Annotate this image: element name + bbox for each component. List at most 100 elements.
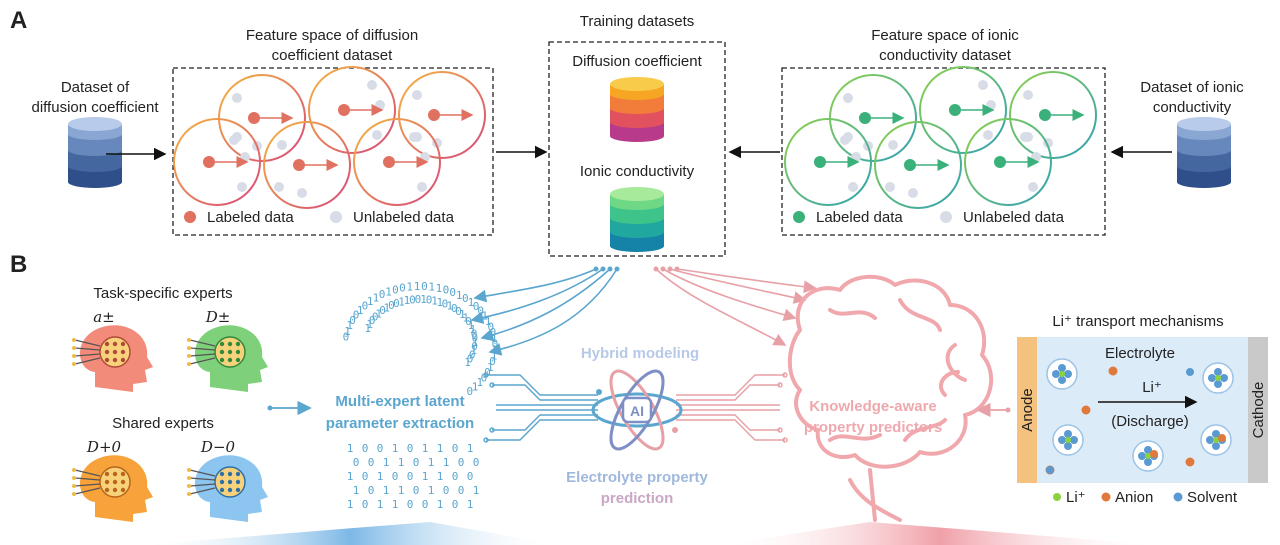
chip-node bbox=[112, 349, 118, 355]
solvent-molecule bbox=[1206, 436, 1214, 444]
expert-head-icon-orange bbox=[72, 455, 153, 522]
wire-end bbox=[187, 492, 191, 496]
right-dataset-label-line2: conductivity bbox=[1153, 99, 1232, 116]
binary-digit: 0 bbox=[473, 456, 480, 469]
training-datasets-title: Training datasets bbox=[580, 13, 695, 30]
binary-digit: 1 bbox=[377, 470, 384, 483]
binary-digit: 0 bbox=[362, 442, 369, 455]
wire bbox=[189, 357, 216, 365]
chip-node bbox=[227, 479, 233, 485]
binary-digit: 0 bbox=[343, 331, 350, 344]
unlabeled-point bbox=[885, 182, 895, 192]
solvent-molecule bbox=[1064, 430, 1072, 438]
binary-digit: 1 bbox=[428, 456, 435, 469]
chip-node bbox=[120, 471, 126, 477]
binary-digit: 0 bbox=[467, 470, 474, 483]
ionic-database-icon bbox=[610, 187, 664, 252]
solvent-molecule bbox=[1070, 436, 1078, 444]
circuit-lines-right bbox=[676, 372, 788, 443]
binary-digit: 0 bbox=[442, 298, 449, 311]
right-dataset-label-line1: Dataset of ionic bbox=[1140, 79, 1244, 96]
unlabeled-point bbox=[412, 132, 422, 142]
wire bbox=[74, 347, 101, 351]
solvent-molecule bbox=[1058, 364, 1066, 372]
property-prediction-line1: Electrolyte property bbox=[566, 469, 708, 486]
wire bbox=[189, 487, 216, 495]
chip-node bbox=[112, 479, 118, 485]
binary-digit: 1 bbox=[398, 295, 405, 308]
pink-connectors bbox=[653, 266, 817, 346]
chip-node bbox=[219, 349, 225, 355]
binary-digit: 1 bbox=[404, 294, 411, 307]
labeled-point bbox=[248, 112, 260, 124]
wire bbox=[189, 469, 216, 477]
training-datasets-box bbox=[548, 41, 726, 257]
feature-space-circle bbox=[263, 121, 351, 209]
chip-node bbox=[104, 487, 110, 493]
binary-digit: 0 bbox=[369, 314, 376, 327]
li-ion bbox=[1215, 375, 1221, 381]
shared-experts-label: Shared experts bbox=[112, 415, 214, 432]
chip-node bbox=[219, 471, 225, 477]
chip-node bbox=[227, 487, 233, 493]
wire-end bbox=[72, 362, 76, 366]
binary-digit: 0 bbox=[353, 309, 360, 322]
binary-digit: 1 bbox=[392, 442, 399, 455]
wire-end bbox=[72, 484, 76, 488]
binary-digit: 1 bbox=[468, 319, 475, 332]
labeled-point bbox=[338, 104, 350, 116]
binary-digit: 1 bbox=[467, 498, 474, 511]
wire bbox=[74, 339, 101, 347]
binary-digit: 1 bbox=[373, 291, 380, 304]
binary-digit: 0 bbox=[471, 327, 478, 340]
binary-digit: 1 bbox=[443, 456, 450, 469]
labeled-point bbox=[1039, 109, 1051, 121]
wire-end bbox=[72, 468, 76, 472]
unlabeled-point bbox=[277, 140, 287, 150]
binary-digit: 0 bbox=[368, 456, 375, 469]
binary-digit: 0 bbox=[467, 385, 474, 398]
binary-digit: 0 bbox=[422, 498, 429, 511]
wire-end bbox=[187, 338, 191, 342]
right-labeled-legend: Labeled data bbox=[816, 209, 903, 226]
binary-digit: 1 bbox=[459, 308, 466, 321]
unlabeled-point bbox=[843, 93, 853, 103]
wire-end bbox=[187, 476, 191, 480]
solvent-legend-dot bbox=[1173, 492, 1183, 502]
binary-digit: 1 bbox=[485, 315, 492, 328]
wire bbox=[74, 469, 101, 477]
labeled-point bbox=[203, 156, 215, 168]
binary-digit: 0 bbox=[421, 280, 428, 293]
ai-atom-icon bbox=[591, 369, 683, 451]
solvent-molecule bbox=[1214, 368, 1222, 376]
chip-node bbox=[104, 349, 110, 355]
binary-digit: 1 bbox=[428, 484, 435, 497]
chip-node bbox=[235, 349, 241, 355]
chip-node bbox=[104, 471, 110, 477]
solvent-molecule bbox=[1064, 370, 1072, 378]
feature-space-circle bbox=[964, 118, 1052, 206]
cathode-label: Cathode bbox=[1250, 382, 1267, 439]
unlabeled-point bbox=[232, 132, 242, 142]
wire bbox=[189, 483, 216, 487]
wire bbox=[74, 357, 101, 365]
chip-node bbox=[112, 487, 118, 493]
left-dataset-label-line1: Dataset of bbox=[61, 79, 130, 96]
labeled-point bbox=[859, 112, 871, 124]
anion bbox=[1150, 450, 1158, 458]
labeled-point bbox=[994, 156, 1006, 168]
binary-digit: 1 bbox=[346, 319, 353, 332]
experts-arrow-dot bbox=[267, 405, 273, 411]
left-space-title-line1: Feature space of diffusion bbox=[246, 27, 418, 44]
wire-end bbox=[72, 338, 76, 342]
wire-end bbox=[187, 468, 191, 472]
binary-digit: 0 bbox=[413, 456, 420, 469]
property-prediction-line2: prediction bbox=[601, 490, 674, 507]
wire-end bbox=[187, 484, 191, 488]
binary-digit: 1 bbox=[353, 484, 360, 497]
binary-digit: 1 bbox=[398, 456, 405, 469]
chip-node bbox=[235, 357, 241, 363]
binary-digit: 1 bbox=[420, 293, 427, 306]
wire bbox=[74, 477, 101, 481]
